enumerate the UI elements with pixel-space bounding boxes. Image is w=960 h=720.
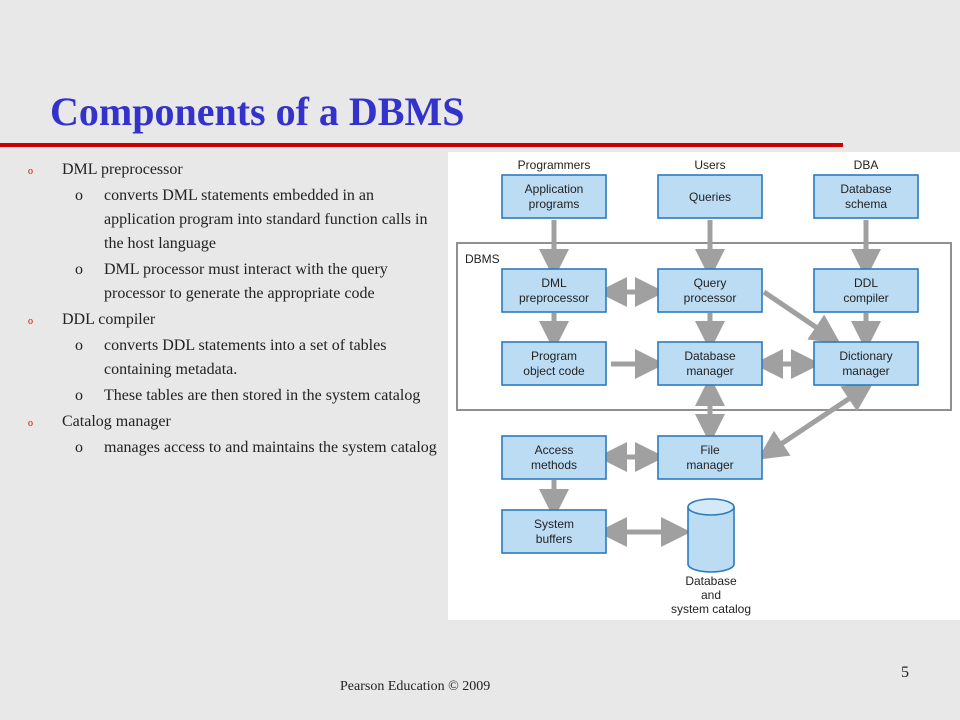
bullet-marker: o [28, 166, 33, 177]
sub-bullet-text: DML processor must interact with the que… [104, 261, 388, 302]
svg-text:DDL: DDL [854, 276, 878, 290]
svg-text:preprocessor: preprocessor [519, 291, 589, 305]
sub-bullet: o converts DDL statements into a set of … [24, 334, 439, 382]
svg-text:Database: Database [840, 182, 892, 196]
bullet-marker: o [28, 316, 33, 327]
box-dictionary-manager: Dictionary manager [813, 341, 919, 386]
svg-text:File: File [700, 443, 720, 457]
box-queries: Queries [657, 174, 763, 219]
sub-bullet-text: These tables are then stored in the syst… [104, 387, 421, 404]
svg-text:Application: Application [525, 182, 584, 196]
svg-text:System: System [534, 517, 574, 531]
sub-bullet-marker: o [75, 187, 83, 204]
sub-bullet-marker: o [75, 337, 83, 354]
title-underline [0, 143, 843, 147]
diagram-canvas: Programmers Users DBA DBMS Appli [456, 158, 952, 616]
sub-bullet: o DML processor must interact with the q… [24, 258, 439, 306]
sub-bullet-marker: o [75, 439, 83, 456]
svg-text:manager: manager [686, 364, 733, 378]
sub-bullet-text: manages access to and maintains the syst… [104, 439, 437, 456]
bullet-text: DDL compiler [62, 311, 156, 328]
svg-text:programs: programs [529, 197, 580, 211]
sub-bullet-text: converts DML statements embedded in an a… [104, 187, 428, 252]
box-query-processor: Query processor [657, 268, 763, 313]
bullet-catalog-manager: o Catalog manager [24, 410, 439, 434]
slide-title: Components of a DBMS [50, 89, 465, 134]
svg-text:Program: Program [531, 349, 577, 363]
database-label-line: and [701, 588, 721, 602]
sub-bullet: o manages access to and maintains the sy… [24, 436, 439, 460]
sub-bullet-marker: o [75, 387, 83, 404]
svg-text:Query: Query [694, 276, 727, 290]
bullet-text: Catalog manager [62, 413, 171, 430]
svg-text:manager: manager [842, 364, 889, 378]
svg-text:manager: manager [686, 458, 733, 472]
header-dba: DBA [854, 158, 879, 172]
bullet-ddl-compiler: o DDL compiler [24, 308, 439, 332]
sub-bullet: o converts DML statements embedded in an… [24, 184, 439, 256]
page-number: 5 [901, 664, 909, 681]
svg-text:schema: schema [845, 197, 887, 211]
box-access-methods: Access methods [501, 435, 607, 480]
bullet-list: o DML preprocessor o converts DML statem… [24, 158, 439, 462]
diagram-arrows [539, 220, 881, 547]
database-cylinder-icon [687, 498, 735, 573]
dbms-components-diagram: Programmers Users DBA DBMS Appli [448, 152, 960, 620]
bullet-dml-preprocessor: o DML preprocessor [24, 158, 439, 182]
dbms-label: DBMS [465, 252, 500, 266]
box-application-programs: Application programs [501, 174, 607, 219]
footer-copyright: Pearson Education © 2009 [340, 679, 491, 694]
box-database-schema: Database schema [813, 174, 919, 219]
header-users: Users [694, 158, 725, 172]
svg-text:DML: DML [541, 276, 567, 290]
box-dml-preprocessor: DML preprocessor [501, 268, 607, 313]
header-programmers: Programmers [518, 158, 591, 172]
arrow-dict-filemgr [757, 382, 874, 460]
arrow-query-to-dict [762, 289, 841, 344]
box-database-manager: Database manager [657, 341, 763, 386]
bullet-marker: o [28, 418, 33, 429]
sub-bullet: o These tables are then stored in the sy… [24, 384, 439, 408]
svg-text:Database: Database [684, 349, 736, 363]
box-file-manager: File manager [657, 435, 763, 480]
box-ddl-compiler: DDL compiler [813, 268, 919, 313]
box-system-buffers: System buffers [501, 509, 607, 554]
database-label-line: Database [685, 574, 737, 588]
sub-bullet-marker: o [75, 261, 83, 278]
svg-text:buffers: buffers [536, 532, 572, 546]
database-label-line: system catalog [671, 602, 751, 616]
svg-text:Dictionary: Dictionary [839, 349, 892, 363]
bullet-text: DML preprocessor [62, 161, 183, 178]
svg-text:Queries: Queries [689, 190, 731, 204]
box-program-object-code: Program object code [501, 341, 607, 386]
svg-text:object code: object code [523, 364, 585, 378]
svg-text:Access: Access [535, 443, 574, 457]
sub-bullet-text: converts DDL statements into a set of ta… [104, 337, 387, 378]
svg-text:compiler: compiler [843, 291, 888, 305]
svg-text:methods: methods [531, 458, 577, 472]
svg-text:processor: processor [684, 291, 737, 305]
